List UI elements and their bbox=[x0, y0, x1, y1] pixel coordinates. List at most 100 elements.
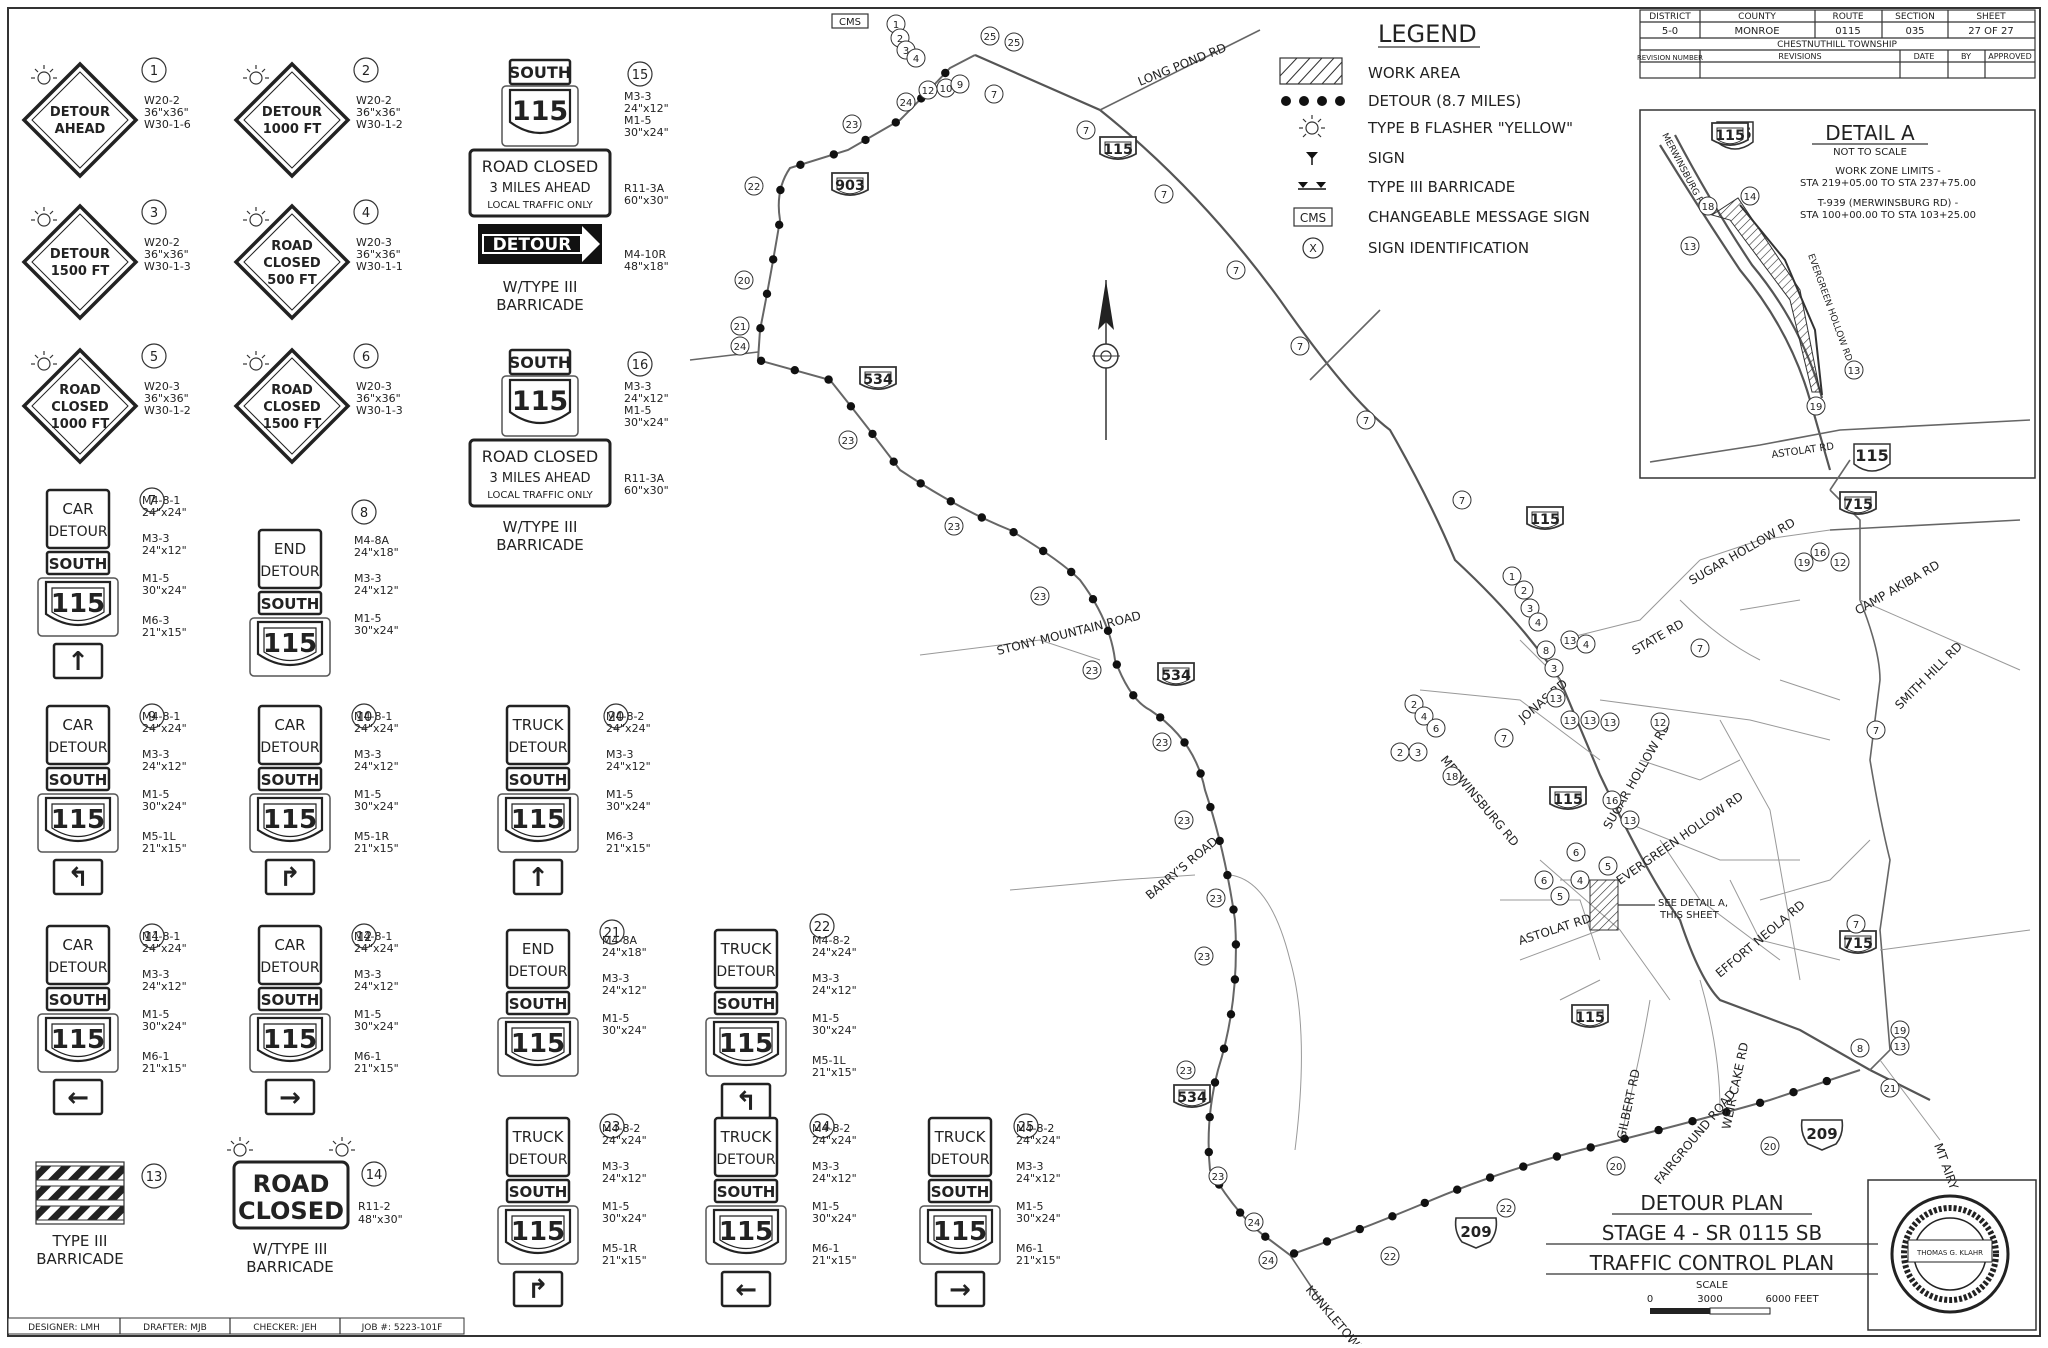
road-name-label: SUGAR HOLLOW RD bbox=[1687, 515, 1798, 587]
map-sign-number: 12 bbox=[1654, 718, 1667, 729]
route-shield-903: 903 bbox=[831, 172, 869, 196]
sign-10-spec: M3-3 bbox=[354, 748, 381, 761]
sign-1-spec: 36"x36" bbox=[144, 106, 189, 119]
sign-24-top-1: TRUCK bbox=[720, 1128, 773, 1146]
detour-dot bbox=[1388, 1212, 1397, 1221]
route-shield-115: 115 bbox=[1711, 122, 1749, 146]
map-sign-number: 23 bbox=[846, 120, 859, 131]
sign-16-caption: W/TYPE III bbox=[503, 518, 578, 536]
sign-10-assembly: CARDETOURSOUTH115↱10M4-8-124"x24"M3-324"… bbox=[249, 703, 399, 896]
tb-district: 5-0 bbox=[1662, 26, 1678, 37]
sign-7-spec: M4-8-1 bbox=[142, 494, 180, 507]
tb-sheet: 27 OF 27 bbox=[1968, 26, 2013, 37]
map-sign-circle bbox=[896, 92, 916, 112]
sign-21-spec: 24"x18" bbox=[602, 946, 647, 959]
map-sign-number: 20 bbox=[738, 276, 751, 287]
sign-22-spec: 30"x24" bbox=[812, 1024, 857, 1037]
sign-15-spec: 24"x12" bbox=[624, 102, 669, 115]
sign-12-spec: M4-8-1 bbox=[354, 930, 392, 943]
sign-20-dir: SOUTH bbox=[509, 771, 568, 789]
route-shield-715: 715 bbox=[1839, 930, 1877, 954]
map-sign-number: 16 bbox=[1814, 548, 1827, 559]
detour-dot bbox=[1210, 1078, 1220, 1087]
sign-12-assembly: CARDETOURSOUTH115→12M4-8-124"x24"M3-324"… bbox=[249, 923, 399, 1116]
sign-11-spec: M6-1 bbox=[142, 1050, 169, 1063]
sign-7-spec: 24"x24" bbox=[142, 506, 187, 519]
sign-20-spec: 24"x12" bbox=[606, 760, 651, 773]
tb-rev: REVISIONS bbox=[1778, 52, 1821, 61]
map-sign-number: 13 bbox=[1564, 636, 1577, 647]
tb-h-sheet: SHEET bbox=[1976, 12, 2006, 22]
detail-a-line-4: STA 100+00.00 TO STA 103+25.00 bbox=[1800, 210, 1976, 221]
detour-dot bbox=[1420, 1198, 1430, 1208]
sign-21-spec: 30"x24" bbox=[602, 1024, 647, 1037]
map-sign-circle bbox=[842, 114, 862, 134]
sign-1-id: 1 bbox=[150, 64, 158, 79]
sign-21-id-circle bbox=[599, 919, 625, 945]
map-sign-number: 18 bbox=[1446, 772, 1459, 783]
map-sign-circle bbox=[1030, 586, 1050, 606]
diamond-signs: DETOURAHEAD1W20-236"x36"W30-1-6DETOUR100… bbox=[21, 57, 403, 465]
sign-25-top-2: DETOUR bbox=[930, 1152, 989, 1168]
map-cms-label: CMS bbox=[839, 17, 861, 28]
tb-h-section: SECTION bbox=[1895, 12, 1935, 22]
map-sign-circle bbox=[906, 48, 926, 68]
sign-4-spec: 36"x36" bbox=[356, 248, 401, 261]
sign-21-assembly: ENDDETOURSOUTH11521M4-8A24"x18"M3-324"x1… bbox=[497, 919, 647, 1077]
detail-a-subtitle: NOT TO SCALE bbox=[1833, 147, 1907, 158]
sign-10-spec: M1-5 bbox=[354, 788, 381, 801]
legend-detour: DETOUR (8.7 MILES) bbox=[1368, 92, 1521, 110]
detail-a-line-3: T-939 (MERWINSBURG RD) - bbox=[1817, 198, 1959, 209]
map-sign-number: 8 bbox=[1543, 646, 1549, 657]
sign-20-top-1: TRUCK bbox=[512, 716, 565, 734]
map-sign-circle bbox=[1452, 490, 1472, 510]
sign-2-text: 1000 FT bbox=[263, 122, 322, 137]
sign-14-caption-1: W/TYPE III bbox=[253, 1240, 328, 1258]
road-name-label: GILBERT RD bbox=[1614, 1068, 1643, 1141]
map-sign-number: 4 bbox=[913, 54, 919, 65]
map-sign-circle bbox=[1690, 638, 1710, 658]
map-sign-number: 24 bbox=[1248, 1218, 1261, 1229]
sign-11-route: 115 bbox=[51, 1025, 105, 1055]
detour-dot bbox=[776, 185, 785, 195]
sign-25-spec: 24"x12" bbox=[1016, 1172, 1061, 1185]
sign-24-spec: M1-5 bbox=[812, 1200, 839, 1213]
cms-symbol bbox=[1293, 207, 1333, 227]
sign-10-route: 115 bbox=[263, 805, 317, 835]
sign-2-spec: 36"x36" bbox=[356, 106, 401, 119]
map-sign-circle bbox=[1514, 580, 1534, 600]
detour-dot bbox=[829, 150, 838, 159]
sign-1-text: DETOUR bbox=[50, 105, 110, 120]
detour-dot bbox=[1103, 626, 1113, 635]
sign-2-id-circle bbox=[353, 57, 379, 83]
sign-20-spec: M1-5 bbox=[606, 788, 633, 801]
map-sign-circle bbox=[1356, 410, 1376, 430]
sheet-border bbox=[7, 7, 2041, 1337]
tb-county: MONROE bbox=[1734, 26, 1779, 37]
sign-16-spec: M1-5 bbox=[624, 404, 651, 417]
map-sign-number: 3 bbox=[1415, 748, 1421, 759]
route-shield-115: 115 bbox=[1571, 1004, 1609, 1028]
detour-dot bbox=[1620, 1134, 1629, 1144]
sign-10-spec: M4-8-1 bbox=[354, 710, 392, 723]
legend: LEGEND WORK AREA DETOUR (8.7 MILES) TYPE… bbox=[1279, 20, 1590, 259]
tb-township: CHESTNUTHILL TOWNSHIP bbox=[1777, 40, 1897, 50]
map-sign-number: 22 bbox=[1384, 1252, 1397, 1263]
sign-1-id-circle bbox=[141, 57, 167, 83]
map-sign-circle bbox=[1194, 946, 1214, 966]
map-sign-number: 2 bbox=[897, 34, 903, 45]
map-sign-number: 7 bbox=[1853, 920, 1859, 931]
detour-dot bbox=[1586, 1143, 1595, 1152]
sign-16-spec: M3-3 bbox=[624, 380, 651, 393]
route-shield-534: 534 bbox=[1173, 1084, 1211, 1108]
sign-10-id: 10 bbox=[356, 710, 373, 725]
sign-12-spec: M3-3 bbox=[354, 968, 381, 981]
flasher-icon bbox=[227, 1137, 253, 1157]
sign-11-top-2: DETOUR bbox=[48, 960, 107, 976]
map-sign-number: 6 bbox=[1541, 876, 1547, 887]
sign-7-spec: M1-5 bbox=[142, 572, 169, 585]
sign-20-arrow-icon: ↑ bbox=[527, 863, 549, 893]
sign-8-top-1: END bbox=[274, 540, 306, 558]
road-name-label: CAMP AKIBA RD bbox=[1853, 558, 1943, 618]
